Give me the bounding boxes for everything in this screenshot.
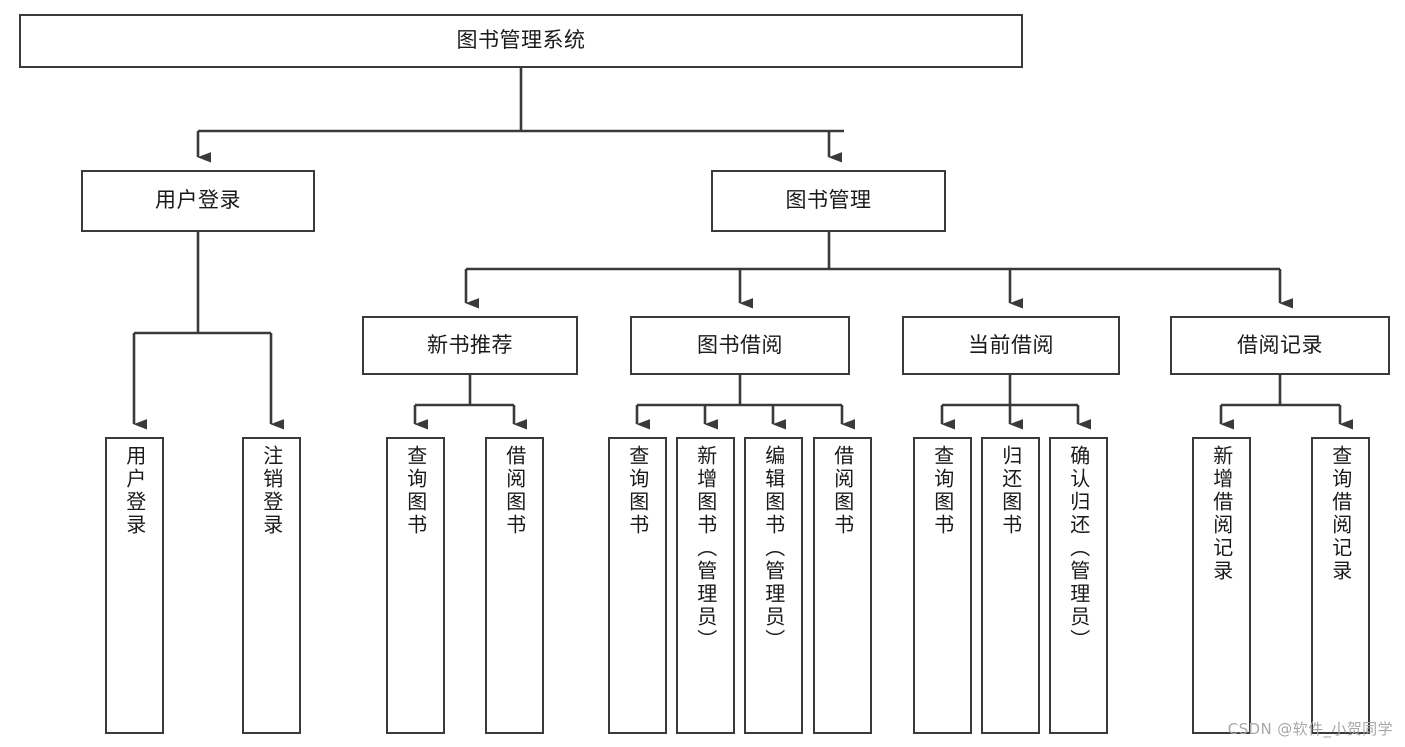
node-label: 新书推荐 — [427, 332, 513, 357]
node-label: 图书管理系统 — [456, 28, 586, 53]
leaf-label: 借阅图书 — [502, 445, 527, 537]
csdn-watermark: CSDN @软件_小贺同学 — [1227, 720, 1393, 738]
leaf-edit-book-admin[interactable]: 编辑图书（管理员） — [744, 437, 803, 734]
leaf-borrow-books-recommendation[interactable]: 借阅图书 — [485, 437, 544, 734]
leaf-confirm-return-admin[interactable]: 确认归还（管理员） — [1049, 437, 1108, 734]
node-user-login[interactable]: 用户登录 — [81, 170, 315, 232]
leaf-label: 查询图书 — [625, 445, 650, 537]
leaf-label: 查询图书 — [930, 445, 955, 537]
leaf-borrow-books-borrowing[interactable]: 借阅图书 — [813, 437, 872, 734]
leaf-label: 查询借阅记录 — [1328, 445, 1353, 583]
leaf-query-books-recommendation[interactable]: 查询图书 — [386, 437, 445, 734]
leaf-label: 确认归还（管理员） — [1066, 445, 1091, 652]
node-label: 借阅记录 — [1237, 332, 1323, 357]
leaf-label: 查询图书 — [403, 445, 428, 537]
node-new-book-recommendation[interactable]: 新书推荐 — [362, 316, 578, 375]
leaf-logout[interactable]: 注销登录 — [242, 437, 301, 734]
leaf-label: 用户登录 — [122, 445, 147, 537]
leaf-add-borrow-record[interactable]: 新增借阅记录 — [1192, 437, 1251, 734]
node-label: 图书借阅 — [697, 332, 783, 357]
leaf-query-borrow-record[interactable]: 查询借阅记录 — [1311, 437, 1370, 734]
node-label: 用户登录 — [155, 188, 241, 213]
node-book-borrowing[interactable]: 图书借阅 — [630, 316, 850, 375]
node-borrowing-records[interactable]: 借阅记录 — [1170, 316, 1390, 375]
node-book-management-system[interactable]: 图书管理系统 — [19, 14, 1023, 68]
leaf-return-books[interactable]: 归还图书 — [981, 437, 1040, 734]
node-current-borrowing[interactable]: 当前借阅 — [902, 316, 1120, 375]
leaf-query-books-current[interactable]: 查询图书 — [913, 437, 972, 734]
leaf-label: 新增借阅记录 — [1209, 445, 1234, 583]
leaf-add-book-admin[interactable]: 新增图书（管理员） — [676, 437, 735, 734]
leaf-label: 归还图书 — [998, 445, 1023, 537]
node-label: 图书管理 — [785, 188, 872, 213]
leaf-label: 新增图书（管理员） — [693, 445, 718, 652]
node-label: 当前借阅 — [968, 332, 1054, 357]
leaf-label: 编辑图书（管理员） — [761, 445, 786, 652]
leaf-user-login[interactable]: 用户登录 — [105, 437, 164, 734]
leaf-query-books-borrowing[interactable]: 查询图书 — [608, 437, 667, 734]
node-book-management[interactable]: 图书管理 — [711, 170, 946, 232]
leaf-label: 注销登录 — [259, 445, 284, 537]
leaf-label: 借阅图书 — [830, 445, 855, 537]
